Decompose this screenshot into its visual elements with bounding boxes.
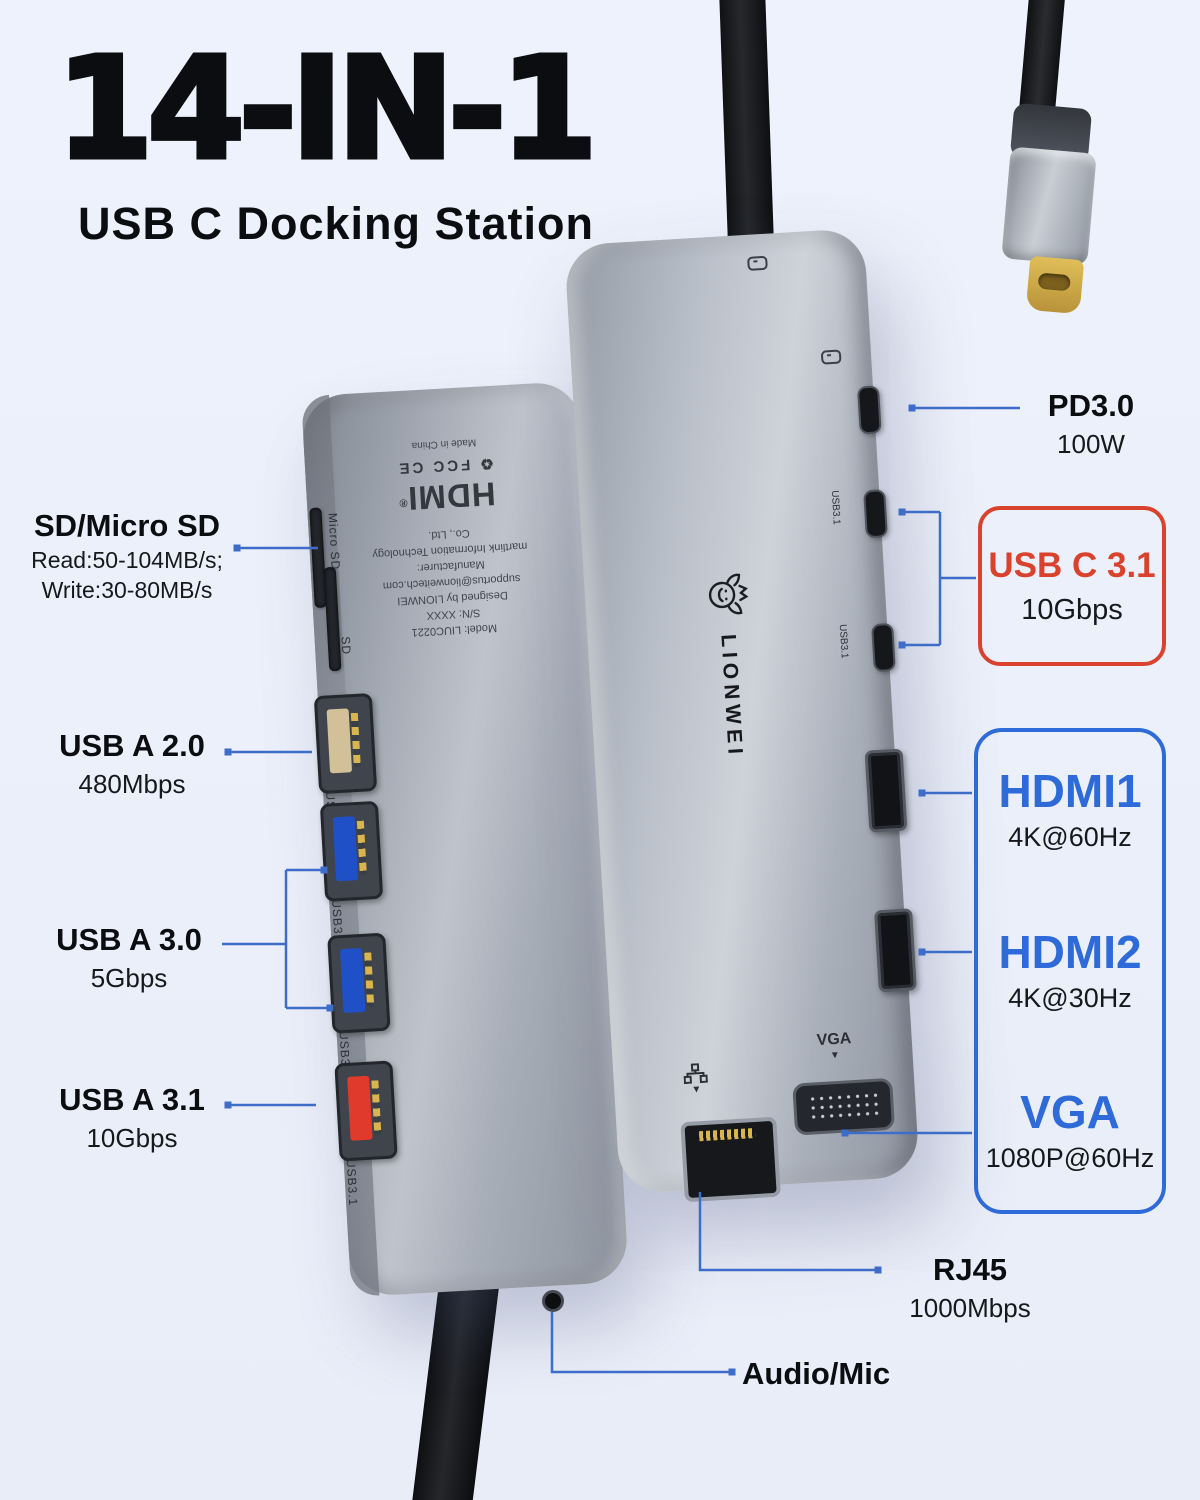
usb-c-in-icon bbox=[747, 255, 768, 271]
callout-title: SD/Micro SD bbox=[33, 508, 221, 543]
usb-a-tongue bbox=[347, 1075, 373, 1141]
usb-c-plug-body bbox=[1001, 146, 1097, 266]
usb-pins bbox=[364, 952, 375, 1007]
callout-spec: 480Mbps bbox=[78, 769, 186, 799]
callout-hdmi2: HDMI2 4K@30Hz bbox=[998, 929, 1141, 1014]
rj45-pins bbox=[698, 1127, 756, 1142]
vga-print-label: VGA ▼ bbox=[816, 1030, 852, 1062]
callout-spec: 1000Mbps bbox=[909, 1293, 1031, 1323]
hdmi-logo: HDMI® bbox=[398, 475, 497, 518]
usb-c-port-2[interactable] bbox=[871, 622, 896, 673]
usb-a-3-0-port-1[interactable] bbox=[319, 800, 384, 902]
page-title: 14-IN-1 bbox=[54, 28, 601, 191]
pd-port[interactable] bbox=[856, 385, 882, 435]
callout-title: HDMI2 bbox=[998, 925, 1142, 978]
audio-jack-port[interactable] bbox=[542, 1290, 564, 1312]
usb-a-tongue bbox=[332, 816, 359, 882]
usb-a-tongue bbox=[326, 708, 353, 774]
usb31-print-label: USB3.1 bbox=[343, 1158, 361, 1207]
callout-pd: PD3.0 100W bbox=[1026, 388, 1156, 460]
callout-sd: SD/Micro SD Read:50-104MB/s; Write:30-80… bbox=[18, 508, 236, 604]
brand-text: LIONWEI bbox=[716, 633, 747, 760]
callout-title: RJ45 bbox=[932, 1252, 1008, 1287]
callout-spec: Read:50-104MB/s; bbox=[31, 547, 223, 573]
callout-usb-c-31: USB C 3.1 10Gbps bbox=[978, 506, 1166, 666]
lion-icon bbox=[708, 573, 749, 614]
callout-spec: 10Gbps bbox=[1021, 593, 1123, 626]
hdmi2-port[interactable] bbox=[874, 908, 917, 993]
down-arrow: ▼ bbox=[691, 1084, 702, 1096]
dock-front-view: USB3.1 USB3.1 ▼ VGA ▼ bbox=[564, 227, 920, 1203]
usb-c-plug-slot bbox=[1037, 272, 1071, 292]
callout-vga: VGA 1080P@60Hz bbox=[986, 1089, 1155, 1174]
sd-print-label: SD bbox=[338, 635, 354, 656]
usb-a-tongue bbox=[339, 947, 366, 1014]
ethernet-icon bbox=[683, 1063, 708, 1085]
vga-pin-holes bbox=[807, 1090, 880, 1123]
callout-audio: Audio/Mic bbox=[742, 1356, 922, 1392]
page-subtitle: USB C Docking Station bbox=[78, 198, 595, 249]
usb-pins bbox=[356, 820, 367, 875]
vga-port[interactable] bbox=[792, 1077, 896, 1136]
callout-usb-a-31: USB A 3.1 10Gbps bbox=[38, 1082, 226, 1154]
callout-title: HDMI1 bbox=[998, 765, 1142, 817]
callout-usb-a-20: USB A 2.0 480Mbps bbox=[38, 728, 226, 800]
callout-spec: 1080P@60Hz bbox=[985, 1143, 1155, 1173]
callout-spec: 5Gbps bbox=[90, 963, 168, 993]
callout-title: USB A 3.0 bbox=[56, 922, 202, 957]
callout-spec: Write:30-80MB/s bbox=[41, 577, 213, 603]
micro-sd-print-label: Micro SD bbox=[325, 512, 343, 571]
callout-title: Audio/Mic bbox=[742, 1356, 891, 1391]
regulatory-print: Model: LIUC0221 S/N: XXXX Designed by LI… bbox=[356, 434, 543, 642]
hdmi1-port[interactable] bbox=[864, 748, 908, 833]
usb-a-3-0-port-2[interactable] bbox=[327, 932, 391, 1034]
callout-spec: 100W bbox=[1057, 429, 1125, 459]
usbc-print-label: USB3.1 bbox=[828, 490, 842, 526]
rj45-port[interactable] bbox=[680, 1116, 781, 1203]
callout-title: USB A 2.0 bbox=[59, 728, 205, 763]
bottom-cable bbox=[406, 1259, 502, 1500]
usb-pins bbox=[350, 712, 361, 768]
callout-spec: 4K@30Hz bbox=[1008, 982, 1132, 1013]
usb-a-2-0-port[interactable] bbox=[313, 692, 378, 795]
callout-hdmi1: HDMI1 4K@60Hz bbox=[998, 768, 1141, 853]
usb-c-port-1[interactable] bbox=[863, 489, 888, 539]
charging-icon bbox=[820, 349, 842, 365]
usb-pins bbox=[371, 1080, 382, 1135]
callout-video-group: HDMI1 4K@60Hz HDMI2 4K@30Hz VGA 1080P@60… bbox=[974, 728, 1166, 1214]
cert-text: FCC CE bbox=[396, 456, 471, 478]
usb-c-plug-tip bbox=[1025, 255, 1085, 315]
callout-usb-a-30: USB A 3.0 5Gbps bbox=[38, 922, 220, 994]
ethernet-print-label: ▼ bbox=[683, 1063, 709, 1096]
callout-rj45: RJ45 1000Mbps bbox=[888, 1252, 1052, 1324]
made-in-label: Made in China bbox=[411, 436, 477, 452]
callout-title: USB A 3.1 bbox=[59, 1082, 205, 1117]
usbc-print-label: USB3.1 bbox=[836, 623, 850, 659]
callout-spec: 10Gbps bbox=[86, 1123, 178, 1153]
down-arrow: ▼ bbox=[829, 1049, 841, 1062]
callout-spec: 4K@60Hz bbox=[1008, 822, 1132, 852]
usb-a-3-1-port[interactable] bbox=[334, 1060, 398, 1162]
callout-title: USB C 3.1 bbox=[988, 545, 1156, 585]
callout-title: VGA bbox=[1020, 1086, 1120, 1138]
recycle-icon: ♻ bbox=[476, 454, 495, 473]
lionwei-logo: LIONWEI bbox=[678, 559, 780, 764]
callout-title: PD3.0 bbox=[1047, 388, 1135, 423]
